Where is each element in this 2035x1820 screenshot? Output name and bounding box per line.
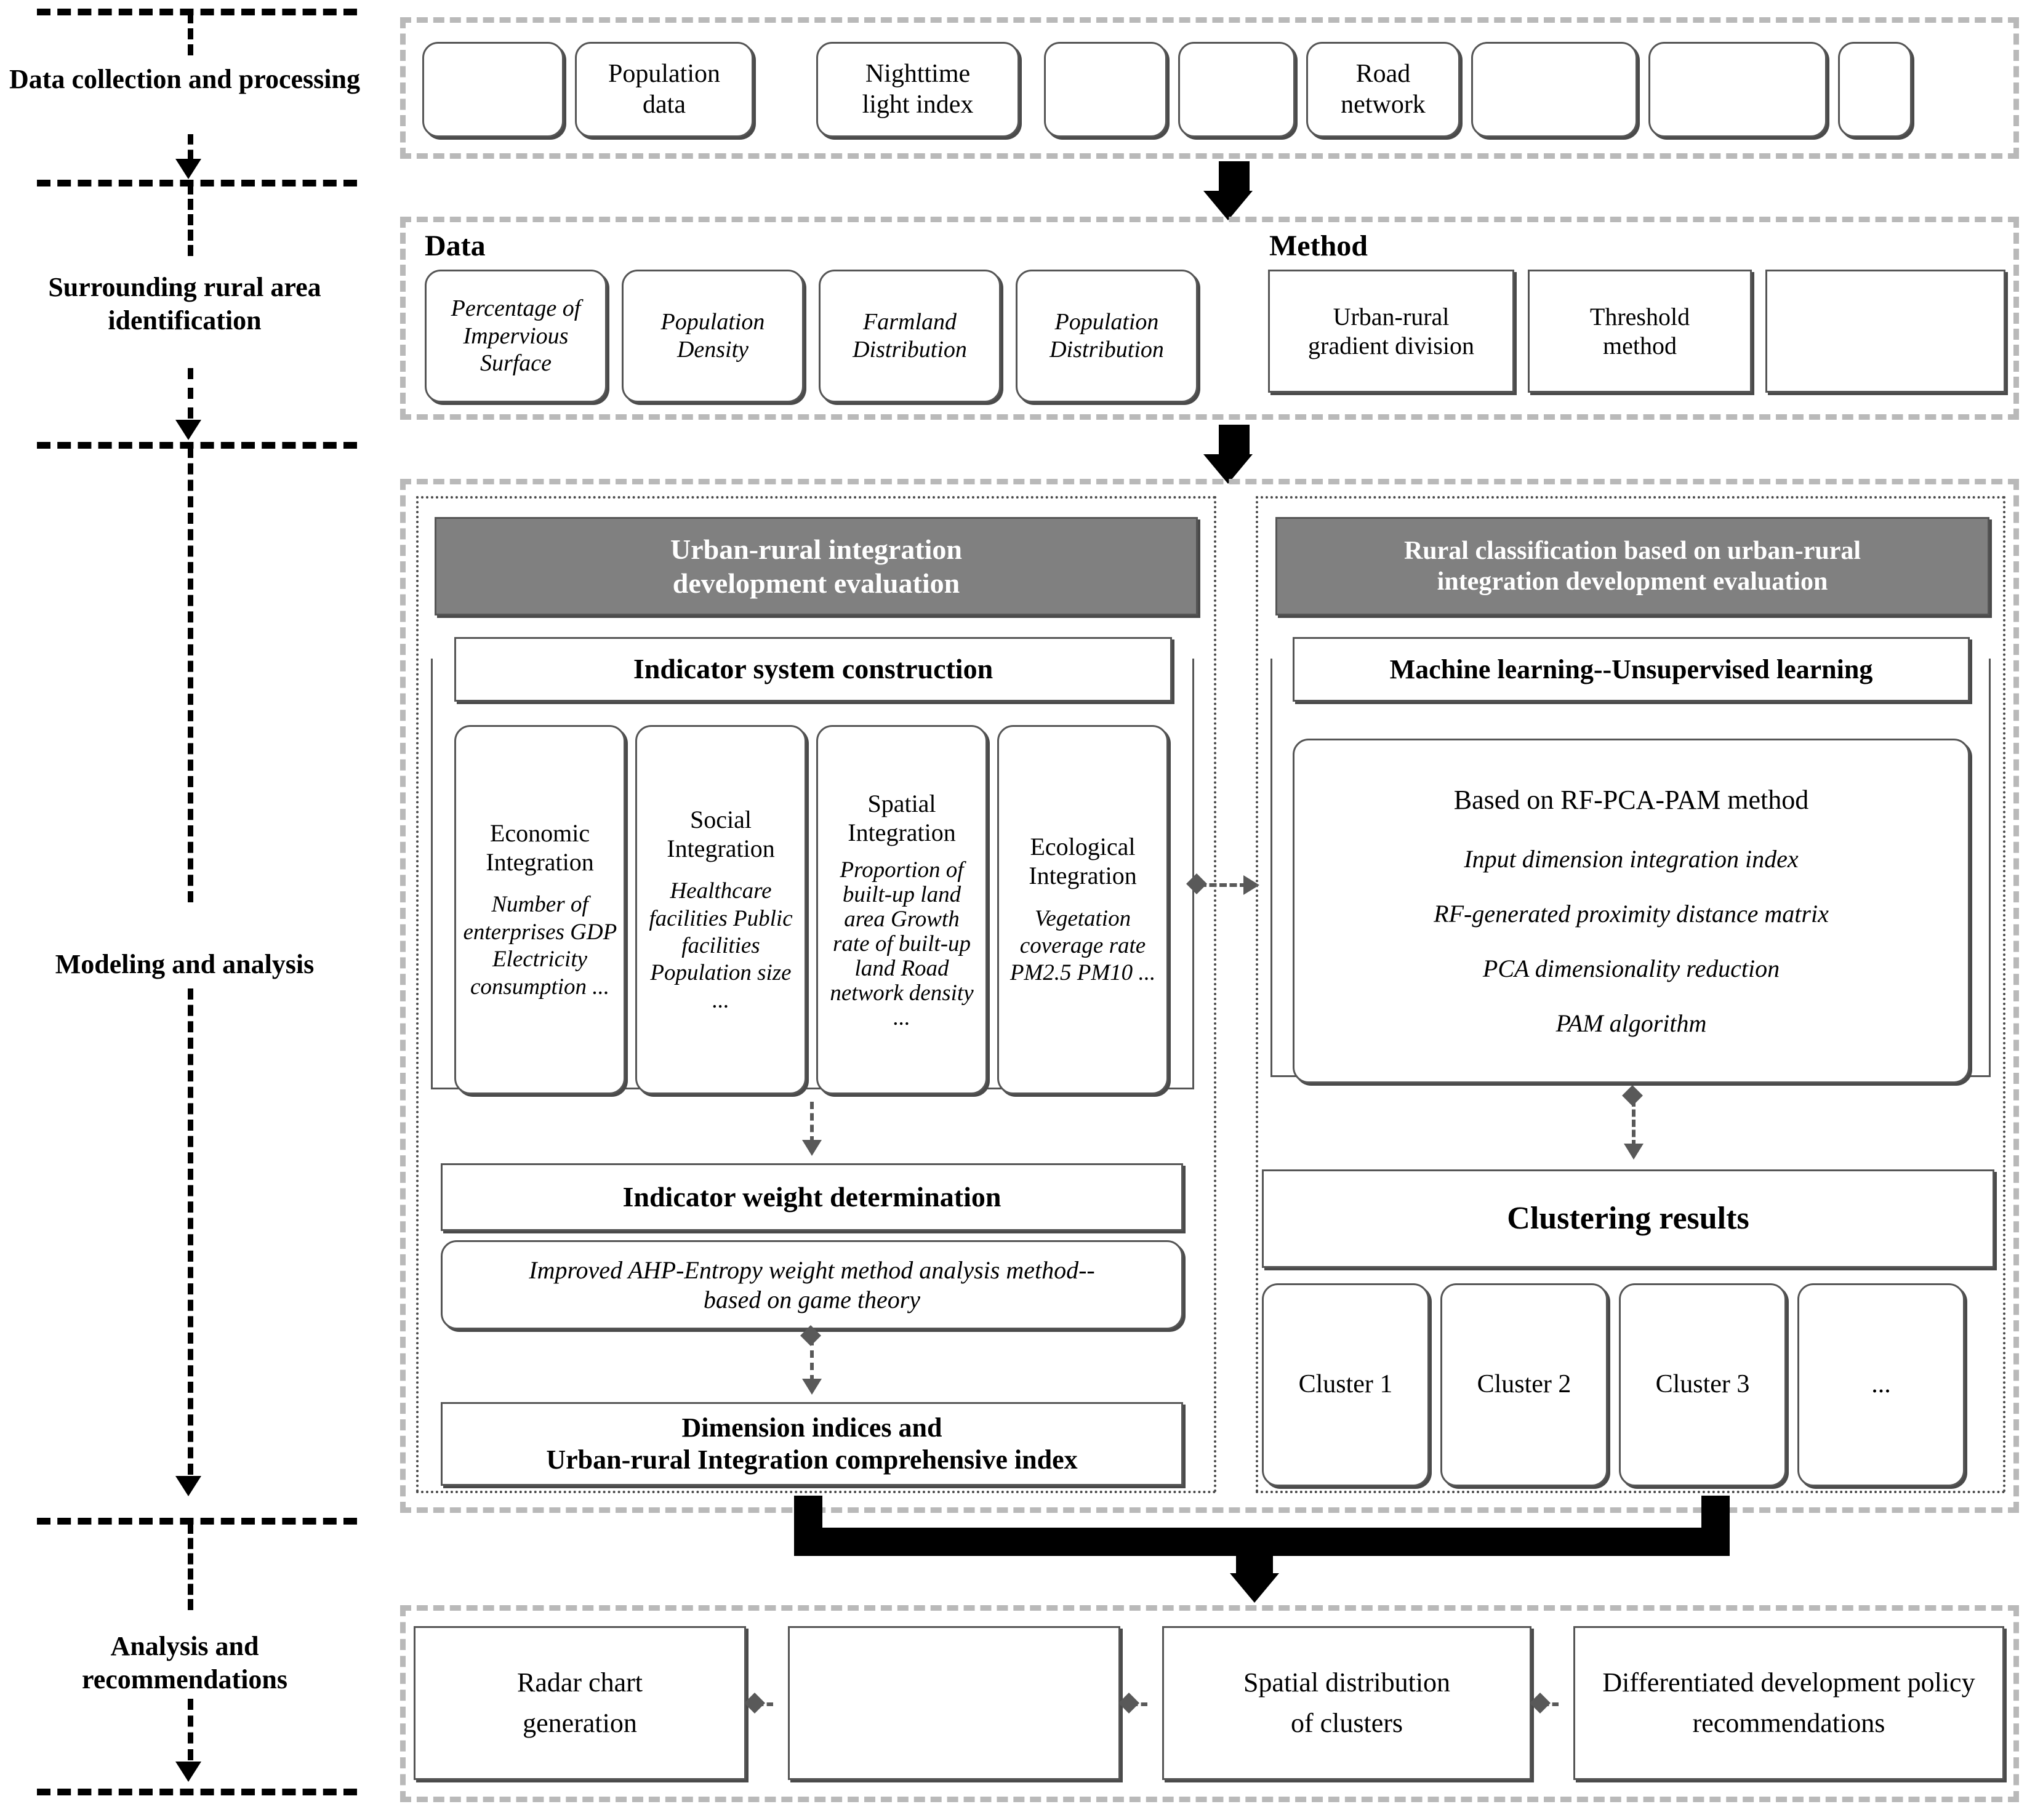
timeline-connector — [188, 12, 193, 55]
data-heading: Data — [425, 230, 486, 262]
classification-panel — [1256, 496, 2005, 1493]
data-source-boundary[interactable] — [1648, 42, 1827, 137]
timeline-rule — [37, 1518, 357, 1525]
stage-timeline: Data collection and processing Surroundi… — [0, 0, 369, 1820]
evaluation-header: Urban-rural integration development eval… — [435, 517, 1198, 615]
timeline-connector — [188, 1523, 193, 1610]
classification-header: Rural classification based on urban-rura… — [1275, 517, 1989, 615]
timeline-connector — [188, 988, 193, 1475]
cluster-2[interactable]: Cluster 2 — [1440, 1283, 1608, 1486]
dimension-row: Economic Integration Number of enterpris… — [454, 725, 1172, 1094]
clustering-results-title: Clustering results — [1262, 1169, 1994, 1268]
timeline-rule — [37, 9, 357, 15]
method-heading: Method — [1269, 230, 1368, 262]
flow-arrow-merge-down — [794, 1496, 1730, 1603]
modeling-analysis-group — [400, 479, 2019, 1513]
stage-label-rural-identification: Surrounding rural area identification — [48, 272, 321, 335]
stage-label-data-collection: Data collection and processing — [9, 64, 360, 94]
timeline-rule — [37, 442, 357, 449]
indicator-system-bracket — [431, 659, 1194, 1089]
dimension-indices-result: Dimension indices and Urban-rural Integr… — [441, 1402, 1183, 1486]
machine-learning-title: Machine learning--Unsupervised learning — [1293, 637, 1970, 702]
timeline-connector — [188, 368, 193, 419]
indicator-system-title: Indicator system construction — [454, 637, 1172, 702]
rural-method-range-correction[interactable] — [1765, 270, 2005, 393]
timeline-connector — [188, 1699, 193, 1760]
flow-connector-2 — [1118, 1685, 1162, 1722]
data-collection-group — [400, 17, 2019, 159]
analysis-recommendations-group — [400, 1605, 2019, 1802]
stage-label-analysis-recommendations: Analysis and recommendations — [81, 1631, 288, 1694]
data-source-more[interactable] — [1838, 42, 1912, 137]
cluster-row: Cluster 1 Cluster 2 Cluster 3 ... — [1262, 1283, 1994, 1486]
dimension-social-integration[interactable]: Social Integration Healthcare facilities… — [635, 725, 806, 1094]
data-source-gdp[interactable] — [1044, 42, 1167, 137]
timeline-arrowhead — [175, 1762, 201, 1782]
timeline-rule — [37, 180, 357, 186]
stage-label-modeling-analysis: Modeling and analysis — [55, 949, 315, 979]
timeline-connector — [188, 183, 193, 256]
timeline-arrowhead — [175, 1476, 201, 1496]
dimension-ecological-integration[interactable]: Ecological Integration Vegetation covera… — [997, 725, 1168, 1094]
timeline-arrowhead — [175, 420, 201, 440]
data-source-building[interactable] — [1471, 42, 1637, 137]
flow-arrow-down-2 — [1203, 425, 1262, 484]
data-source-land-use[interactable] — [422, 42, 564, 137]
dimension-spatial-integration[interactable]: Spatial Integration Proportion of built-… — [816, 725, 987, 1094]
flow-arrow-down-1 — [1203, 161, 1262, 220]
step-cluster-naming[interactable] — [788, 1626, 1120, 1780]
rural-identification-group — [400, 217, 2019, 420]
evaluation-panel — [416, 496, 1216, 1493]
indicator-weight-title: Indicator weight determination — [441, 1163, 1183, 1231]
timeline-rule — [37, 1789, 357, 1795]
cluster-more[interactable]: ... — [1797, 1283, 1965, 1486]
flow-connector-3 — [1530, 1685, 1573, 1722]
flow-connector-1 — [744, 1685, 788, 1722]
rf-pca-pam-box[interactable]: Based on RF-PCA-PAM method Input dimensi… — [1293, 739, 1970, 1083]
dimension-economic-integration[interactable]: Economic Integration Number of enterpris… — [454, 725, 625, 1094]
data-source-poi[interactable] — [1178, 42, 1295, 137]
cluster-1[interactable]: Cluster 1 — [1262, 1283, 1429, 1486]
weight-method-box[interactable]: Improved AHP-Entropy weight method analy… — [441, 1240, 1183, 1329]
cluster-3[interactable]: Cluster 3 — [1619, 1283, 1786, 1486]
timeline-arrowhead — [175, 159, 201, 179]
timeline-connector — [188, 134, 193, 160]
timeline-connector — [188, 447, 193, 902]
